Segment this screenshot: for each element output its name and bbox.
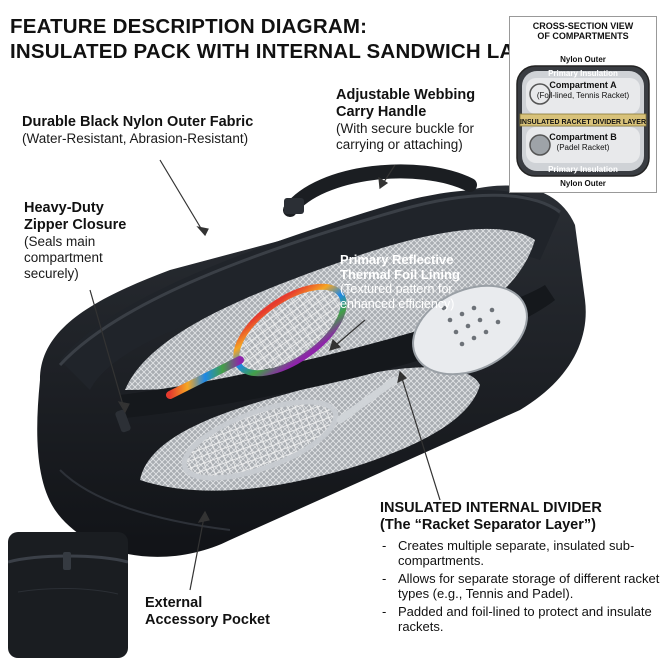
inset-insulation-bottom: Primary Insulation (548, 165, 618, 174)
cross-section-inset: CROSS-SECTION VIEW OF COMPARTMENTS Nylon… (509, 16, 657, 193)
label-divider-title-1: INSULATED INTERNAL DIVIDER (380, 500, 602, 516)
inset-compartment-a: Compartment A (549, 80, 617, 90)
label-internal-divider: INSULATED INTERNAL DIVIDER (The “Racket … (380, 500, 660, 637)
pocket-closeup-image (8, 532, 128, 658)
inset-nylon-bottom: Nylon Outer (560, 179, 606, 188)
label-zipper-sub-2: compartment (24, 250, 103, 265)
inset-title-1: CROSS-SECTION VIEW (532, 21, 634, 31)
handle-buckle (284, 198, 304, 214)
label-handle-title-2: Carry Handle (336, 104, 427, 120)
title-line-2: INSULATED PACK WITH INTERNAL SANDWICH LA… (10, 40, 562, 63)
label-zipper-title-2: Zipper Closure (24, 217, 127, 233)
inset-compartment-b-sub: (Padel Racket) (556, 143, 610, 152)
zipper-track (58, 193, 561, 367)
tennis-racket-upper (166, 283, 347, 399)
divider-feature-list: Creates multiple separate, insulated sub… (380, 538, 660, 634)
inset-nylon-top: Nylon Outer (560, 55, 606, 64)
label-outer-fabric-title: Durable Black Nylon Outer Fabric (22, 114, 254, 130)
label-handle-sub-1: (With secure buckle for (336, 121, 475, 136)
label-zipper-sub-1: (Seals main (24, 234, 96, 249)
label-handle-sub-2: carrying or attaching) (336, 137, 463, 152)
label-zipper-sub-3: securely) (24, 266, 79, 281)
label-handle-title-1: Adjustable Webbing (336, 87, 476, 103)
label-pocket-title-2: Accessory Pocket (145, 612, 270, 628)
inset-divider-layer: INSULATED RACKET DIVIDER LAYER (519, 119, 646, 126)
divider-bullet: Allows for separate storage of different… (382, 571, 660, 601)
label-foil-sub-1: (Textured pattern for (340, 282, 453, 296)
divider-bullet: Creates multiple separate, insulated sub… (382, 538, 660, 568)
padel-racket (412, 284, 528, 376)
label-outer-fabric: Durable Black Nylon Outer Fabric (Water-… (22, 114, 342, 147)
label-external-pocket: External Accessory Pocket (145, 595, 305, 629)
label-carry-handle: Adjustable Webbing Carry Handle (With se… (336, 87, 506, 153)
inset-compartment-b: Compartment B (549, 132, 617, 142)
inset-title-2: OF COMPARTMENTS (537, 31, 629, 41)
tennis-racket-lower (181, 376, 399, 481)
zipper-pull (115, 409, 131, 433)
label-foil-title-1: Primary Reflective (340, 252, 454, 267)
inset-title: CROSS-SECTION VIEW OF COMPARTMENTS (510, 21, 656, 41)
label-outer-fabric-sub: (Water-Resistant, Abrasion-Resistant) (22, 131, 249, 146)
inset-diagram (516, 65, 650, 177)
label-zipper: Heavy-Duty Zipper Closure (Seals main co… (24, 200, 174, 282)
label-foil-title-2: Thermal Foil Lining (340, 267, 460, 282)
diagram-title: FEATURE DESCRIPTION DIAGRAM: INSULATED P… (10, 14, 650, 64)
label-divider-title-2: (The “Racket Separator Layer”) (380, 517, 596, 533)
inset-insulation-top: Primary Insulation (548, 69, 618, 78)
label-zipper-title-1: Heavy-Duty (24, 200, 104, 216)
internal-divider (120, 285, 555, 418)
label-pocket-title-1: External (145, 595, 203, 611)
title-line-1: FEATURE DESCRIPTION DIAGRAM: (10, 15, 368, 38)
label-foil-sub-2: enhanced efficiency) (340, 297, 455, 311)
label-foil-lining: Primary Reflective Thermal Foil Lining (… (340, 252, 515, 312)
carry-handle (283, 164, 477, 217)
divider-bullet: Padded and foil-lined to protect and ins… (382, 604, 660, 634)
inset-compartment-a-sub: (Foil-lined, Tennis Racket) (536, 91, 630, 100)
